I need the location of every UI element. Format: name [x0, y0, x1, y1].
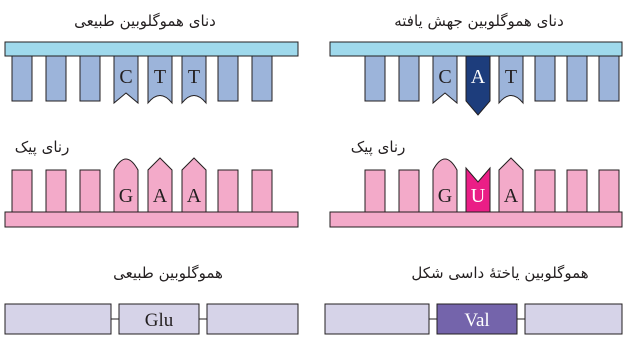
mutant-dna-tooth: [566, 55, 588, 102]
mutant-peptide-bond-1: [428, 313, 438, 325]
normal-rna-tooth: [11, 169, 33, 213]
normal-rna-base-1: G: [119, 185, 133, 207]
mutant-dna-backbone: [329, 41, 623, 57]
normal-protein-title: هموگلوبین طبیعی: [113, 264, 223, 282]
mutant-rna-tooth: [398, 169, 420, 213]
normal-protein-chain: Glu: [4, 303, 299, 335]
mutant-dna-tooth: [534, 55, 556, 102]
mutant-dna-title: دنای هموگلوبین جهش یافته: [394, 12, 564, 30]
normal-dna-tooth: [11, 55, 33, 102]
mutant-dna-tooth: [364, 55, 386, 102]
mutant-rna-tooth: [566, 169, 588, 213]
normal-panel: دنای هموگلوبین طبیعی C T T رنای پیک: [4, 12, 299, 335]
normal-dna-tooth: [251, 55, 273, 102]
normal-rna-tooth: [79, 169, 101, 213]
mutant-rna-title: رنای پیک: [351, 138, 406, 157]
normal-dna-title: دنای هموگلوبین طبیعی: [74, 12, 216, 30]
normal-dna-tooth-t2: [181, 55, 207, 105]
normal-peptide-bond-2: [198, 313, 208, 325]
mutant-rna-tooth: [598, 169, 620, 213]
normal-rna-base-2: A: [153, 185, 168, 207]
mutant-rna-strand: G U A: [329, 157, 623, 228]
normal-protein-segment-left: [4, 303, 112, 335]
mutant-protein-title: هموگلوبین یاختهٔ داسی شکل: [411, 264, 588, 282]
mutant-rna-base-1: G: [438, 185, 452, 207]
mutant-rna-tooth-g: [432, 158, 458, 213]
mutant-dna-tooth: [598, 55, 620, 102]
mutant-dna-tooth-c: [432, 55, 458, 105]
mutant-dna-base-3: T: [505, 66, 517, 88]
mutant-rna-tooth: [364, 169, 386, 213]
mutant-dna-base-1: C: [438, 66, 451, 88]
normal-dna-base-1: C: [119, 66, 132, 88]
normal-rna-tooth: [45, 169, 67, 213]
normal-dna-tooth-t1: [147, 55, 173, 105]
normal-protein-segment-right: [206, 303, 299, 335]
normal-peptide-bond-1: [110, 313, 120, 325]
mutant-dna-tooth: [398, 55, 420, 102]
mutant-protein-chain: Val: [324, 303, 623, 335]
mutant-rna-tooth: [534, 169, 556, 213]
normal-dna-tooth: [45, 55, 67, 102]
normal-amino-acid: Glu: [145, 310, 174, 331]
mutant-protein-segment-val: [436, 303, 518, 335]
normal-dna-tooth-c: [113, 55, 139, 105]
normal-dna-base-3: T: [188, 66, 200, 88]
mutant-amino-acid: Val: [464, 310, 489, 331]
normal-dna-strand: C T T: [4, 41, 299, 105]
mutant-panel: دنای هموگلوبین جهش یافته C A T رنای پیک: [324, 12, 623, 335]
normal-dna-backbone: [4, 41, 299, 57]
normal-rna-tooth-g: [113, 158, 139, 213]
normal-rna-tooth: [251, 169, 273, 213]
normal-dna-tooth: [217, 55, 239, 102]
mutant-rna-base-3: A: [504, 185, 519, 207]
mutant-dna-tooth-t: [498, 55, 524, 105]
normal-rna-strand: G A A: [4, 157, 299, 228]
mutant-dna-strand: C A T: [329, 41, 623, 116]
normal-rna-title: رنای پیک: [15, 138, 70, 157]
mutant-protein-segment-right: [524, 303, 623, 335]
normal-rna-tooth: [217, 169, 239, 213]
normal-rna-base-3: A: [187, 185, 202, 207]
normal-rna-backbone: [4, 211, 299, 228]
mutant-rna-backbone: [329, 211, 623, 228]
mutant-dna-tooth-a-mutated: [465, 55, 491, 116]
mutant-peptide-bond-2: [516, 313, 526, 325]
mutant-protein-segment-left: [324, 303, 430, 335]
normal-dna-tooth: [79, 55, 101, 102]
mutant-rna-base-2: U: [471, 185, 486, 207]
normal-dna-base-2: T: [154, 66, 166, 88]
mutant-dna-base-2: A: [471, 66, 486, 88]
normal-protein-segment-glu: [118, 303, 200, 335]
